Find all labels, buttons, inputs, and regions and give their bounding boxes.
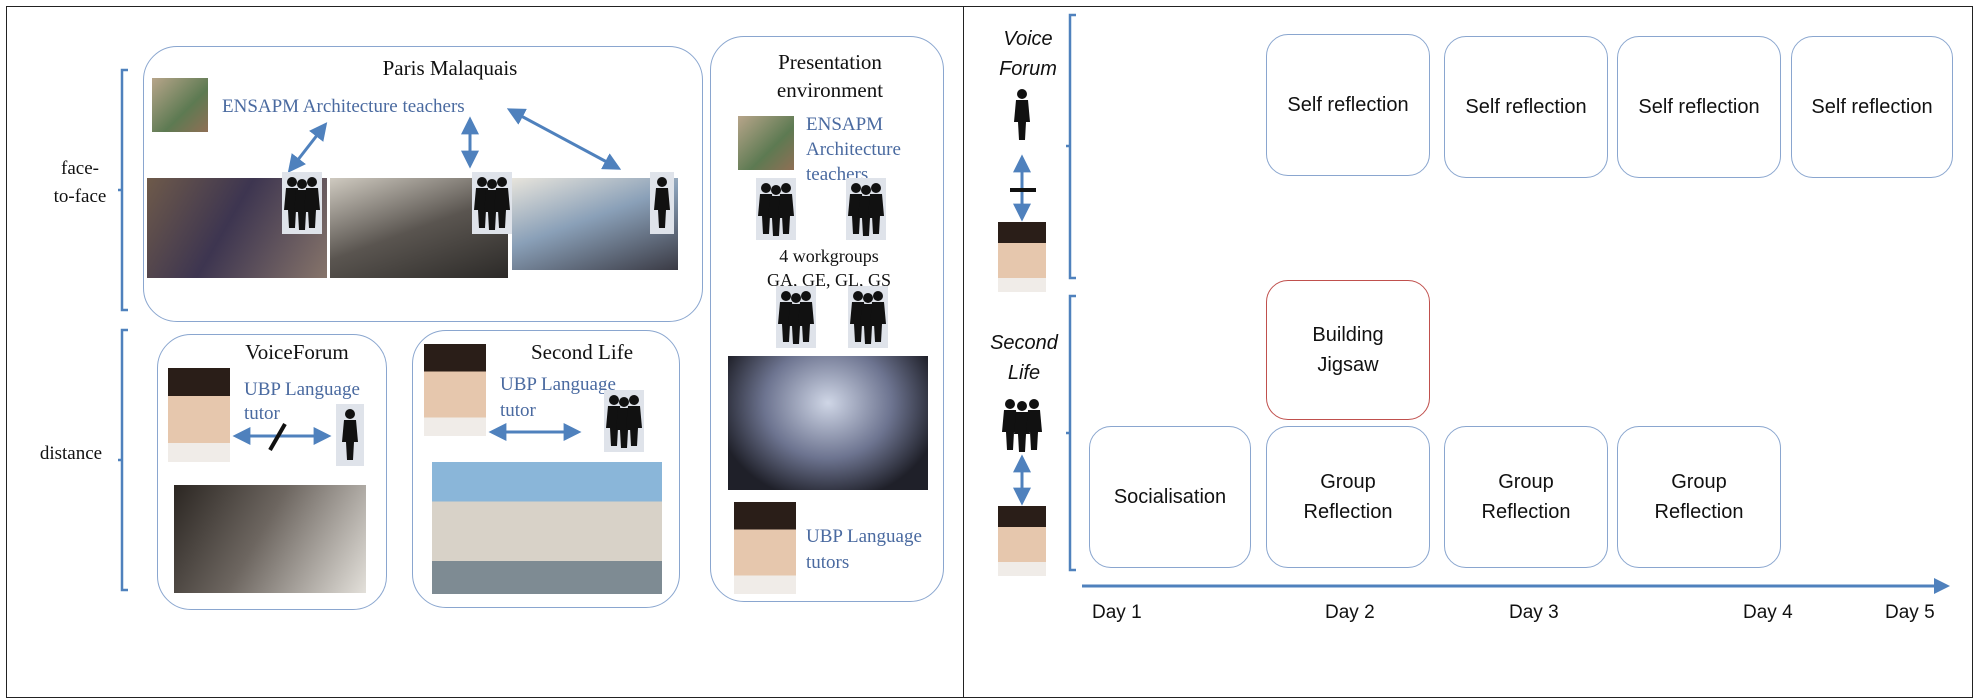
workgroups-label: 4 workgroups GA, GE, GL, GS [767,246,891,290]
voiceforum-tutor-label: UBP Language tutor [244,379,360,424]
presentation-title: Presentation environment [776,50,884,102]
second-life-label: Second Life [990,332,1058,384]
presentation-tutors-label: UBP Language tutors [806,526,922,573]
self-reflection-day5: Self reflection [1791,36,1953,178]
voiceforum-title: VoiceForum [245,340,349,364]
building-jigsaw-box: Building Jigsaw [1266,280,1430,420]
day-5-label: Day 5 [1885,602,1935,623]
voiceforum-tutor-photo [168,368,230,462]
day-2-label: Day 2 [1325,602,1375,623]
face-to-face-label: face- to-face [53,158,107,207]
day-3-label: Day 3 [1509,602,1559,623]
day-1-label: Day 1 [1092,602,1142,623]
voiceforum-computer-photo [174,485,366,593]
group-reflection-day3: Group Reflection [1444,426,1608,568]
teachers-photo [152,78,208,132]
self-reflection-day2: Self reflection [1266,34,1430,176]
ensapm-teachers-label: ENSAPM Architecture teachers [222,96,465,117]
group-reflection-day2: Group Reflection [1266,426,1430,568]
presentation-room-photo [728,356,928,490]
second-life-tutor-photo [424,344,486,436]
second-life-tutor-label: UBP Language tutor [500,374,616,421]
distance-label: distance [39,443,103,464]
socialisation-box: Socialisation [1089,426,1251,568]
presentation-teachers-label: ENSAPM Architecture teachers [806,114,901,185]
presentation-teachers-photo [738,116,794,170]
self-reflection-day4: Self reflection [1617,36,1781,178]
group-reflection-day4: Group Reflection [1617,426,1781,568]
right-voice-tutor-photo [998,222,1046,292]
self-reflection-day3: Self reflection [1444,36,1608,178]
voice-forum-label: Voice Forum [999,28,1057,80]
paris-malaquais-title: Paris Malaquais [382,56,518,80]
second-life-title: Second Life [530,340,634,364]
second-life-screenshot [432,462,662,594]
presentation-tutor-photo [734,502,796,594]
day-4-label: Day 4 [1743,602,1793,623]
right-sl-tutor-photo [998,506,1046,576]
